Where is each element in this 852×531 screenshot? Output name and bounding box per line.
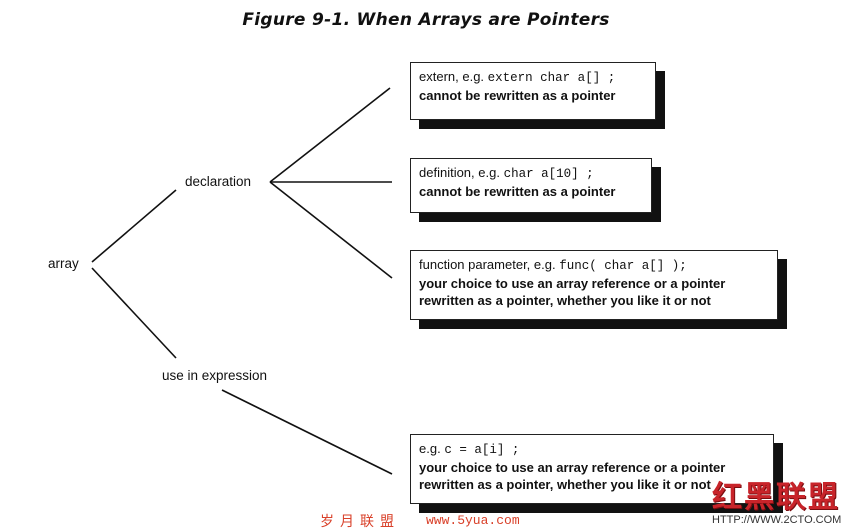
figure-title: Figure 9-1. When Arrays are Pointers: [242, 10, 610, 30]
box-parameter-line1: function parameter, e.g. func( char a[] …: [419, 257, 687, 273]
watermark-left: 岁月联盟: [320, 514, 400, 530]
watermark-url: HTTP://WWW.2CTO.COM: [712, 514, 842, 526]
box-extern-line1: extern, e.g. extern char a[] ;: [419, 69, 616, 85]
node-array: array: [48, 256, 79, 271]
box-expression-note-1: your choice to use an array reference or…: [419, 460, 726, 475]
edge-array-declaration: [91, 189, 177, 263]
edge-array-expression: [91, 267, 177, 359]
watermark-logo-block: 红黑联盟 HTTP://WWW.2CTO.COM: [700, 472, 848, 528]
node-use-in-expression: use in expression: [162, 368, 268, 383]
edge-expression-usage: [221, 389, 393, 475]
box-parameter-code: func( char a[] );: [559, 259, 687, 273]
edge-declaration-extern: [269, 87, 391, 183]
box-parameter-note-2: rewritten as a pointer, whether you like…: [419, 293, 711, 308]
box-extern: extern, e.g. extern char a[] ; cannot be…: [410, 62, 656, 120]
box-extern-code: extern char a[] ;: [487, 71, 616, 85]
box-parameter-note-1: your choice to use an array reference or…: [419, 276, 726, 291]
box-expression: e.g. c = a[i] ; your choice to use an ar…: [410, 434, 774, 504]
edge-declaration-parameter: [269, 181, 393, 279]
box-definition-note: cannot be rewritten as a pointer: [419, 184, 616, 199]
box-extern-note: cannot be rewritten as a pointer: [419, 88, 616, 103]
box-expression-note-2: rewritten as a pointer, whether you like…: [419, 477, 711, 492]
node-declaration: declaration: [185, 174, 252, 189]
box-definition: definition, e.g. char a[10] ; cannot be …: [410, 158, 652, 213]
box-function-parameter: function parameter, e.g. func( char a[] …: [410, 250, 778, 320]
box-expression-code: c = a[i] ;: [444, 443, 520, 457]
watermark-site: www.5yua.com: [426, 513, 520, 528]
watermark-logo: 红黑联盟: [712, 480, 840, 515]
box-expression-line1: e.g. c = a[i] ;: [419, 441, 520, 457]
box-definition-code: char a[10] ;: [503, 167, 594, 181]
box-definition-line1: definition, e.g. char a[10] ;: [419, 165, 594, 181]
